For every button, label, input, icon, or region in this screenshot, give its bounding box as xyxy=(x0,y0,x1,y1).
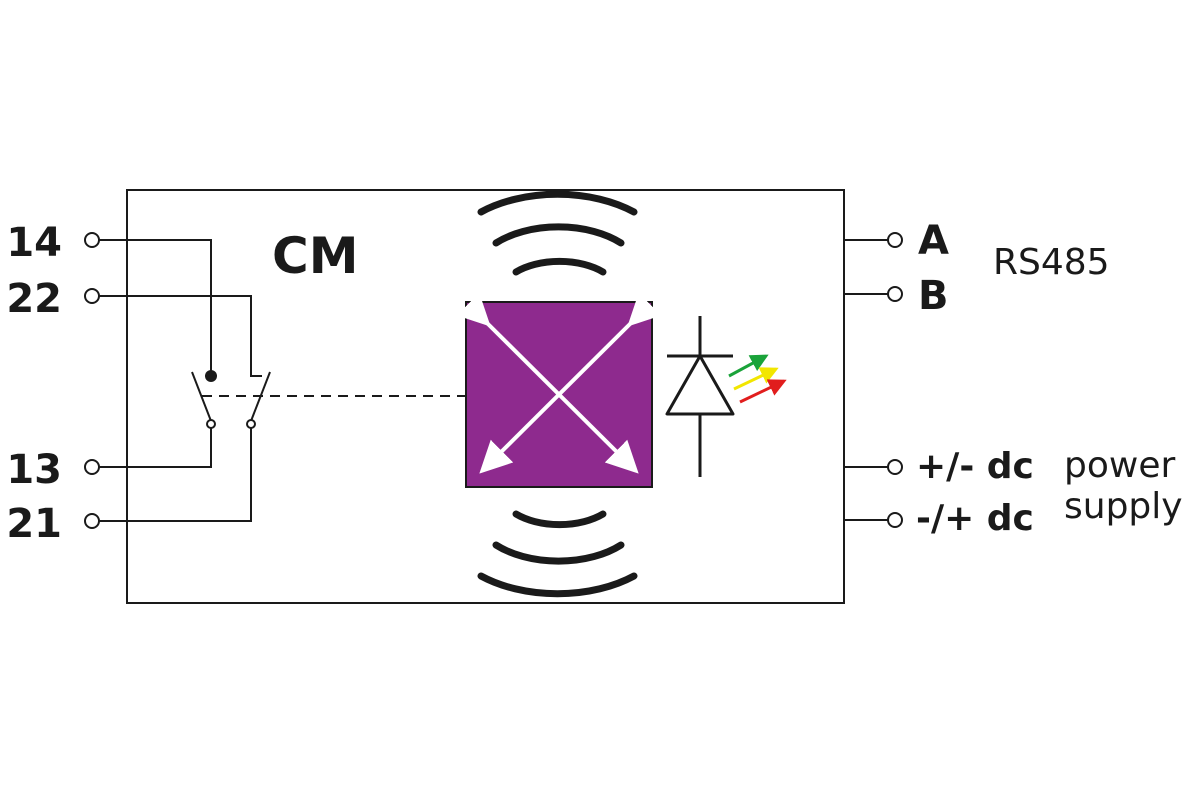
terminal-14[interactable]: 14 xyxy=(6,220,100,266)
terminal-22[interactable]: 22 xyxy=(6,276,100,322)
actuator-block xyxy=(456,292,662,488)
power-supply-label-line1: power xyxy=(1064,445,1175,486)
terminal-b-label: B xyxy=(918,273,949,319)
wire-13 xyxy=(99,428,212,468)
terminal-power-2-label: -/+ dc xyxy=(916,498,1034,539)
wire-21 xyxy=(99,428,252,522)
terminal-power-1[interactable] xyxy=(844,459,903,475)
led-ray-yellow xyxy=(733,367,779,391)
contact-14-dot xyxy=(205,370,217,382)
contact-13-node xyxy=(206,419,216,429)
terminal-22-label: 22 xyxy=(6,276,62,322)
power-supply-label-line2: supply xyxy=(1064,486,1183,527)
terminal-power-1-label: +/- dc xyxy=(916,446,1034,487)
wire-14 xyxy=(99,239,212,373)
left-terminals: 14 22 13 21 xyxy=(6,220,100,547)
rs485-label: RS485 xyxy=(993,242,1110,283)
relay-contacts xyxy=(99,239,466,522)
terminal-13-label: 13 xyxy=(6,447,62,493)
terminal-14-label: 14 xyxy=(6,220,62,266)
terminal-21-label: 21 xyxy=(6,501,62,547)
terminal-13[interactable]: 13 xyxy=(6,447,100,493)
module-label: CM xyxy=(272,227,358,285)
terminal-b[interactable] xyxy=(844,286,903,302)
diagonal-arrow-2 xyxy=(479,292,662,474)
module-housing xyxy=(126,189,845,604)
wire-22 xyxy=(99,295,262,377)
led-triangle xyxy=(665,354,735,416)
wireless-signal-top xyxy=(477,190,638,276)
no-contact-blade xyxy=(191,371,212,422)
led-ray-red xyxy=(739,379,787,404)
led-ray-green xyxy=(728,354,769,378)
terminal-a[interactable] xyxy=(844,232,903,248)
terminal-21[interactable]: 21 xyxy=(6,501,100,547)
led-indicator xyxy=(665,316,787,477)
right-terminals xyxy=(844,232,903,528)
terminal-a-label: A xyxy=(918,218,949,264)
wireless-signal-bottom xyxy=(477,510,638,598)
contact-21-node xyxy=(246,419,256,429)
terminal-power-2[interactable] xyxy=(844,512,903,528)
